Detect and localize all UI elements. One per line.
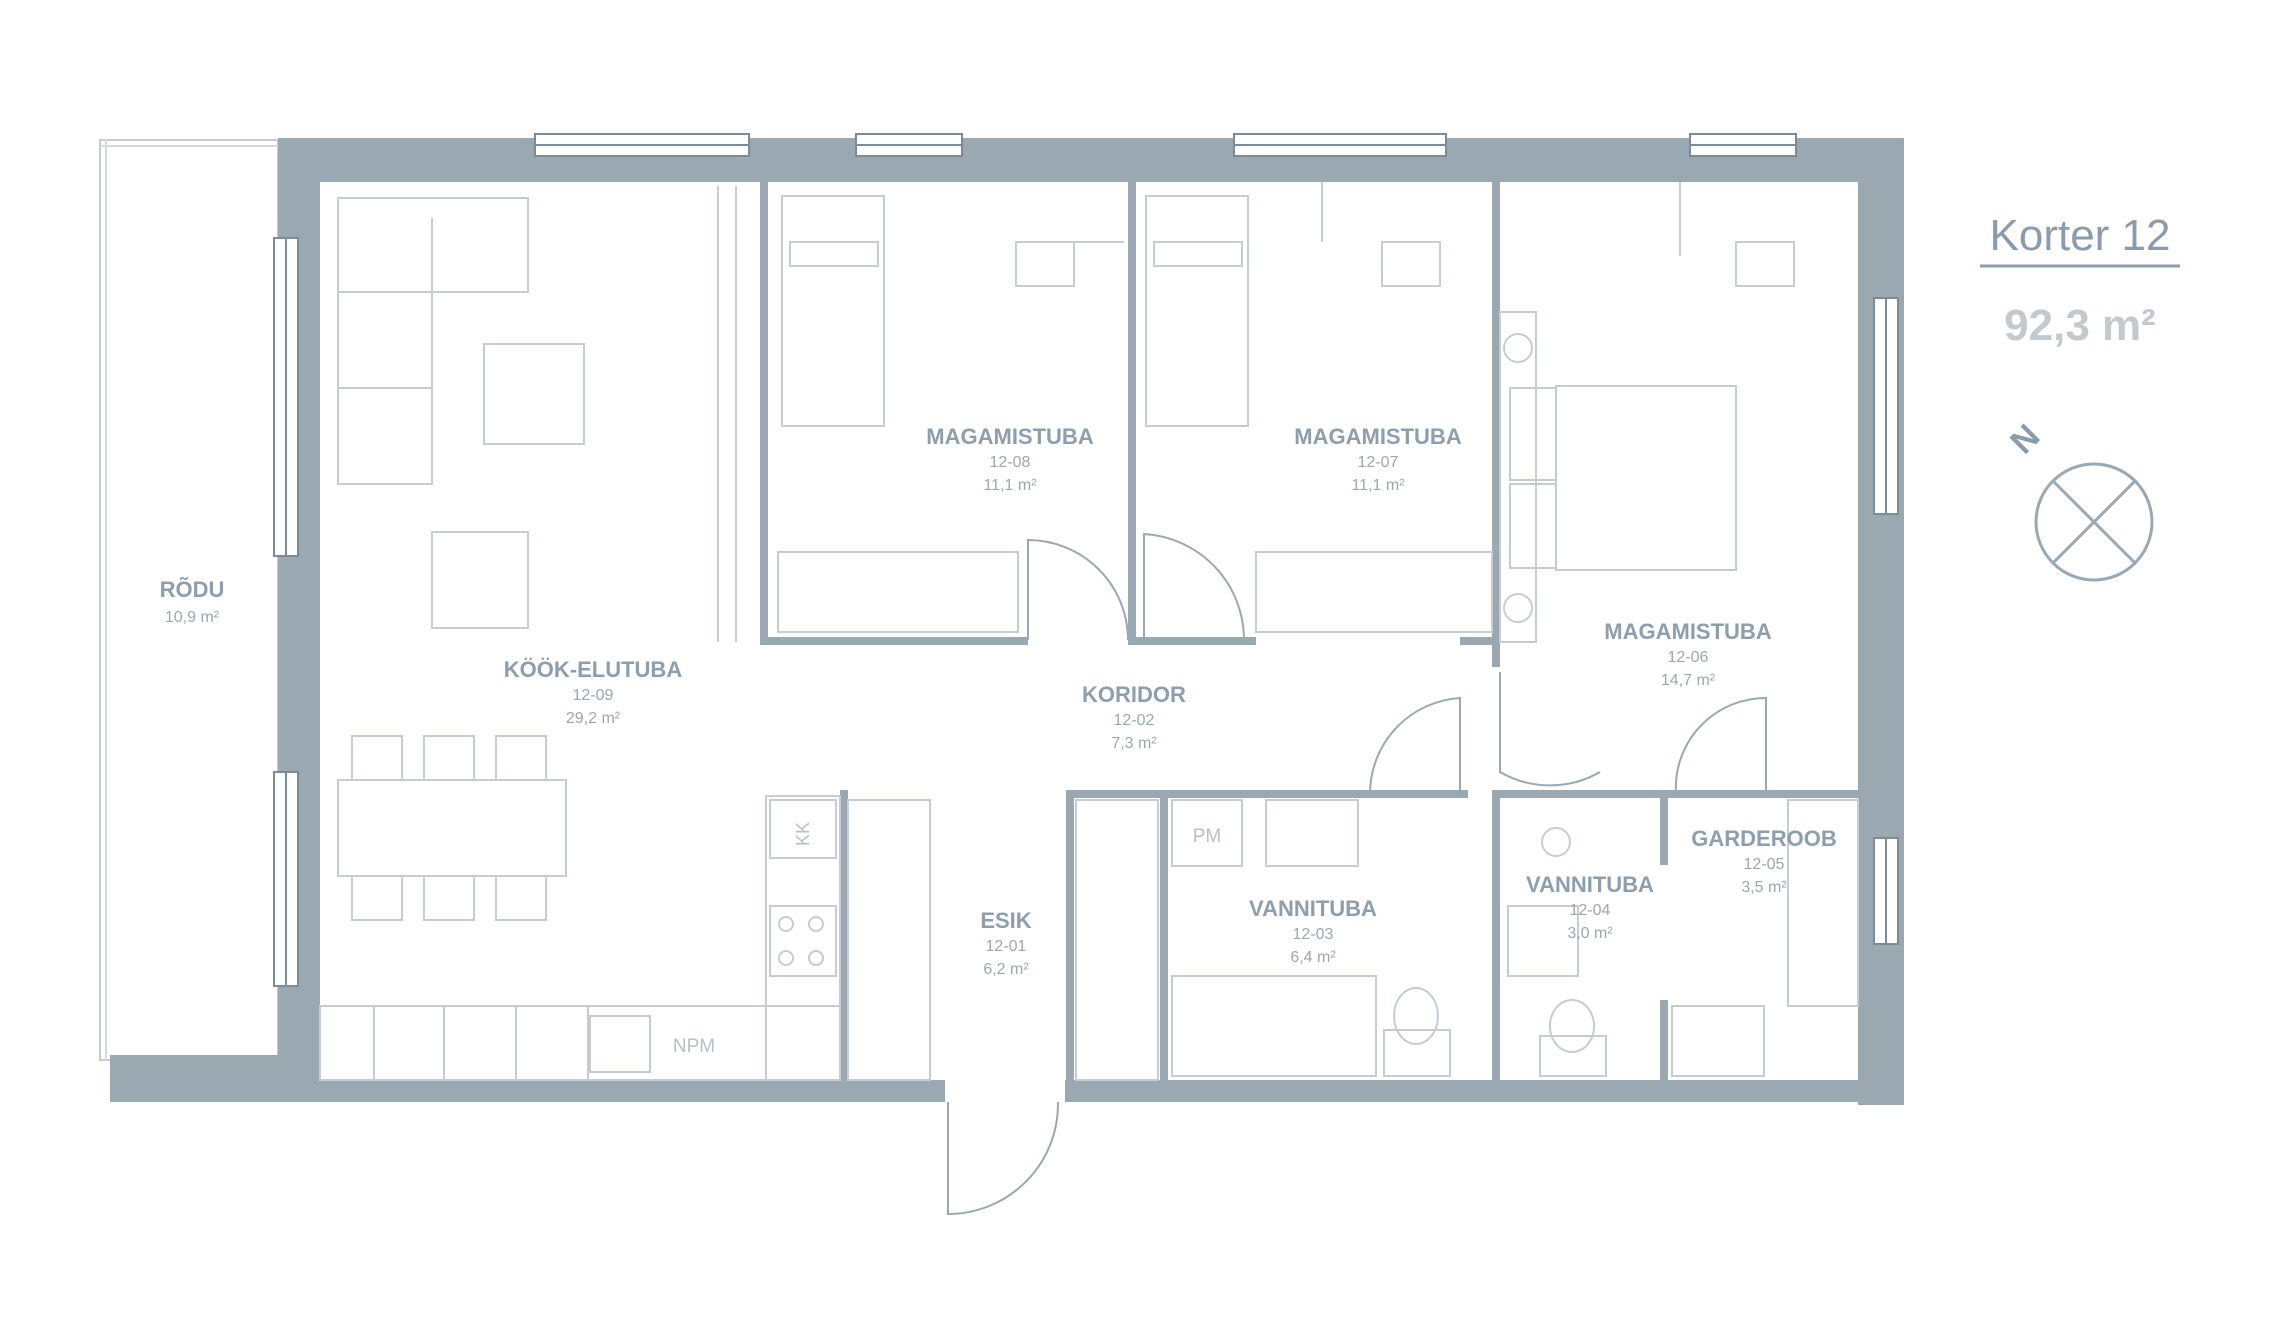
room-label-esik: ESIK 12-01 6,2 m² xyxy=(980,908,1031,978)
fixture-label-npm: NPM xyxy=(673,1036,715,1057)
room-label-rodu: RÕDU 10,9 m² xyxy=(160,577,225,626)
room-label-garderoob: GARDEROOB 12-05 3,5 m² xyxy=(1691,826,1836,896)
apartment-area: 92,3 m² xyxy=(2004,301,2156,350)
room-label-mag08: MAGAMISTUBA 12-08 11,1 m² xyxy=(926,424,1094,494)
room-code: 12-04 xyxy=(1570,902,1611,919)
room-area: 11,1 m² xyxy=(983,477,1037,494)
fixture-label-pm: PM xyxy=(1193,826,1222,847)
room-name: GARDEROOB xyxy=(1691,826,1836,851)
room-area: 14,7 m² xyxy=(1661,672,1716,689)
room-code: 12-02 xyxy=(1114,712,1155,729)
apartment-header: Korter 12 92,3 m² xyxy=(1980,211,2180,350)
room-area: 6,2 m² xyxy=(983,961,1029,978)
room-code: 12-03 xyxy=(1293,926,1334,943)
room-label-koridor: KORIDOR 12-02 7,3 m² xyxy=(1082,682,1186,752)
room-code: 12-08 xyxy=(990,454,1031,471)
room-area: 29,2 m² xyxy=(566,710,621,727)
room-name: RÕDU xyxy=(160,577,225,602)
room-name: VANNITUBA xyxy=(1249,896,1377,921)
room-name: KÖÖK-ELUTUBA xyxy=(504,657,683,682)
room-area: 10,9 m² xyxy=(165,609,220,626)
room-name: MAGAMISTUBA xyxy=(926,424,1094,449)
room-area: 11,1 m² xyxy=(1351,477,1405,494)
doors xyxy=(947,532,1767,1216)
room-code: 12-05 xyxy=(1744,856,1785,873)
room-name: KORIDOR xyxy=(1082,682,1186,707)
room-name: MAGAMISTUBA xyxy=(1294,424,1462,449)
room-area: 6,4 m² xyxy=(1290,949,1336,966)
furniture xyxy=(319,182,1859,1081)
room-code: 12-09 xyxy=(573,687,614,704)
fixture-label-kk: KK xyxy=(793,822,813,846)
room-code: 12-07 xyxy=(1358,454,1399,471)
room-area: 3,5 m² xyxy=(1741,879,1787,896)
room-name: VANNITUBA xyxy=(1526,872,1654,897)
room-label-kook: KÖÖK-ELUTUBA 12-09 29,2 m² xyxy=(504,657,683,727)
room-code: 12-06 xyxy=(1668,649,1709,666)
room-name: MAGAMISTUBA xyxy=(1604,619,1772,644)
windows xyxy=(273,133,1899,987)
apartment-title: Korter 12 xyxy=(1990,211,2171,260)
room-label-vann04: VANNITUBA 12-04 3,0 m² xyxy=(1526,872,1654,942)
compass-north-label: N xyxy=(2003,417,2047,461)
room-label-mag07: MAGAMISTUBA 12-07 11,1 m² xyxy=(1294,424,1462,494)
room-area: 3,0 m² xyxy=(1567,925,1613,942)
room-label-mag06: MAGAMISTUBA 12-06 14,7 m² xyxy=(1604,619,1772,689)
room-name: ESIK xyxy=(980,908,1031,933)
walls xyxy=(110,138,1904,1105)
compass: N xyxy=(2003,417,2154,582)
room-label-vann03: VANNITUBA 12-03 6,4 m² xyxy=(1249,896,1377,966)
room-area: 7,3 m² xyxy=(1111,735,1157,752)
room-code: 12-01 xyxy=(986,938,1027,955)
